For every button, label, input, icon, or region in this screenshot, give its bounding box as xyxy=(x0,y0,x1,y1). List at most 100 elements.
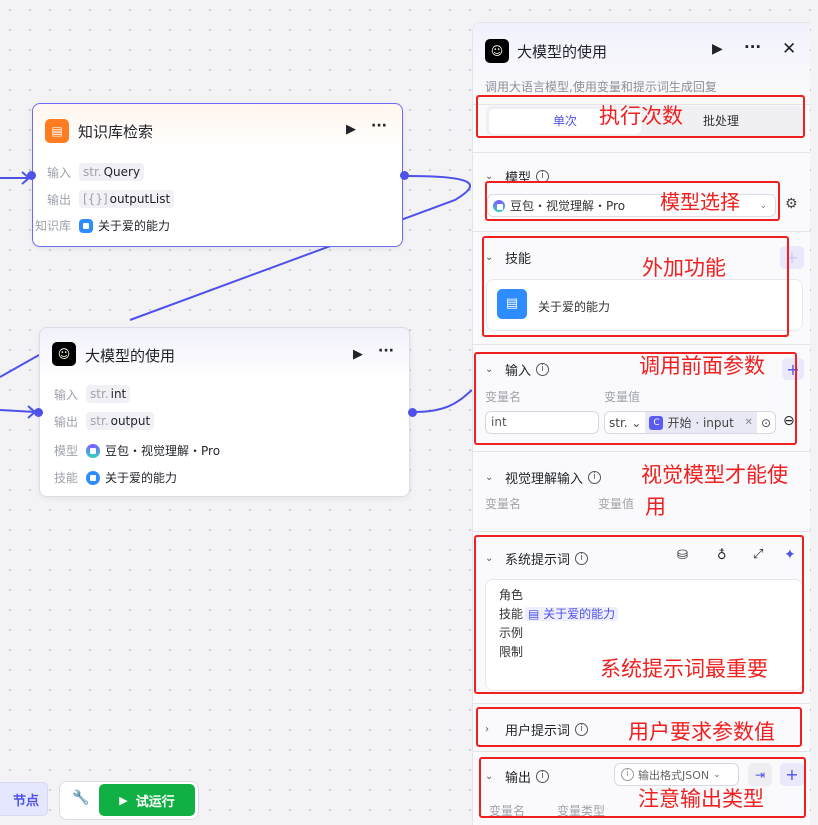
tab-batch[interactable]: 批处理 xyxy=(702,114,739,128)
annotation-text: 调用前面参数 xyxy=(639,354,765,378)
model-select[interactable]: 豆包・视觉理解・Pro⌄ xyxy=(487,194,776,217)
col-value-label: 变量值 xyxy=(598,497,635,511)
row-label: 输入 xyxy=(46,165,71,180)
remove-input-icon[interactable]: ⊖ xyxy=(783,413,795,429)
row-label: 输入 xyxy=(53,387,78,402)
info-icon: i xyxy=(575,552,589,565)
node-llm[interactable]: ☺ 大模型的使用 ▶ ··· 输入 str.int 输出 str.output 模型… xyxy=(39,327,410,497)
import-output-button[interactable]: ⇥ xyxy=(748,763,772,786)
prompt-line: 限制 xyxy=(499,645,524,659)
llm-icon: ☺ xyxy=(485,39,509,63)
annotation-box xyxy=(474,352,797,445)
col-value-label: 变量值 xyxy=(604,390,641,404)
output-tag: str.output xyxy=(86,412,155,430)
row-label: 输出 xyxy=(53,414,78,429)
col-name-label: 变量名 xyxy=(489,804,526,818)
annotation-text: 视觉模型才能使 xyxy=(641,463,788,487)
skill-icon xyxy=(86,470,100,485)
info-icon: i xyxy=(588,471,602,484)
lightbulb-icon[interactable]: ♁ xyxy=(717,548,727,563)
expand-icon[interactable]: ⤢ xyxy=(753,547,764,562)
system-prompt-editor[interactable]: 角色 技能▤ 关于爱的能力 示例 限制 xyxy=(485,579,803,691)
knowledge-base-icon: ▤ xyxy=(45,119,69,143)
port-out[interactable] xyxy=(408,408,417,417)
annotation-box xyxy=(474,535,804,694)
start-node-icon: C xyxy=(649,415,664,430)
input-tag: str.Query xyxy=(79,163,145,181)
annotation-text: 外加功能 xyxy=(642,256,726,280)
doubao-model-icon xyxy=(493,199,505,212)
skill-card[interactable] xyxy=(486,279,803,331)
run-icon[interactable]: ▶ xyxy=(353,347,363,362)
tab-single[interactable]: 单次 xyxy=(489,109,641,134)
llm-icon: ☺ xyxy=(52,342,76,366)
annotation-text: 注意输出类型 xyxy=(638,787,764,811)
skill-ref-tag: ▤ 关于爱的能力 xyxy=(525,607,619,621)
info-icon: i xyxy=(575,723,589,736)
model-settings-icon[interactable]: ⚙ xyxy=(785,196,798,212)
row-label: 技能 xyxy=(53,471,78,485)
input-tag: str.int xyxy=(86,385,131,403)
test-run-button[interactable]: ▶试运行 xyxy=(99,784,195,816)
panel-title: 大模型的使用 xyxy=(517,43,608,61)
variable-picker-icon[interactable]: ⊙ xyxy=(760,415,771,430)
input-name-field[interactable]: int xyxy=(485,411,599,434)
node-config-panel: ☺ 大模型的使用 ▶ ··· ✕ 调用大语言模型,使用变量和提示词生成回复 单次… xyxy=(472,22,810,825)
skill-doc-icon: ▤ xyxy=(497,289,527,319)
add-output-button[interactable]: + xyxy=(780,763,804,786)
node-title: 大模型的使用 xyxy=(85,347,176,365)
annotation-box xyxy=(476,707,802,747)
close-icon[interactable]: ✕ xyxy=(782,39,797,59)
more-icon[interactable]: ··· xyxy=(744,38,762,56)
skill-name: 关于爱的能力 xyxy=(538,300,611,314)
prompt-line: 角色 xyxy=(499,588,524,602)
annotation-text: 执行次数 xyxy=(599,104,683,128)
knowledge-doc-icon xyxy=(79,218,93,233)
annotation-text: 系统提示词最重要 xyxy=(600,657,768,681)
annotation-text: 用 xyxy=(645,495,666,519)
clear-ref-icon[interactable]: ✕ xyxy=(744,417,753,428)
run-icon[interactable]: ▶ xyxy=(346,122,356,137)
info-icon: i xyxy=(536,363,550,376)
row-label: 输出 xyxy=(46,192,71,207)
model-value: 豆包・视觉理解・Pro xyxy=(105,444,221,458)
output-tag: [{}]outputList xyxy=(79,190,175,208)
prompt-library-icon[interactable]: ⛁ xyxy=(677,548,688,563)
panel-description: 调用大语言模型,使用变量和提示词生成回复 xyxy=(485,80,717,94)
run-icon[interactable]: ▶ xyxy=(712,41,723,57)
more-icon[interactable]: ··· xyxy=(371,118,387,134)
section-skills[interactable]: ⌄技能 xyxy=(485,252,532,267)
info-icon: i xyxy=(536,770,550,783)
port-out[interactable] xyxy=(400,171,409,180)
row-label: 知识库 xyxy=(34,219,71,233)
row-label: 模型 xyxy=(53,444,78,458)
col-name-label: 变量名 xyxy=(485,390,522,404)
wrench-icon[interactable]: 🔧 xyxy=(72,790,90,806)
annotation-box xyxy=(476,95,805,138)
annotation-box xyxy=(485,181,780,221)
more-icon[interactable]: ··· xyxy=(378,343,394,359)
doubao-model-icon xyxy=(86,443,100,458)
add-node-button[interactable]: 节点 xyxy=(0,782,48,816)
kb-value: 关于爱的能力 xyxy=(98,219,171,233)
port-in[interactable] xyxy=(34,408,43,417)
annotation-text: 用户要求参数值 xyxy=(628,720,775,744)
node-knowledge-retrieval[interactable]: ▤ 知识库检索 ▶ ··· 输入 str.Query 输出 [{}]outputLi… xyxy=(32,103,403,247)
ai-sparkle-icon[interactable]: ✦ xyxy=(784,547,796,563)
node-title: 知识库检索 xyxy=(78,123,154,141)
annotation-box xyxy=(482,236,789,337)
port-in[interactable] xyxy=(27,171,36,180)
annotation-text: 模型选择 xyxy=(660,190,740,214)
prompt-line: 技能▤ 关于爱的能力 xyxy=(499,605,789,624)
prompt-line: 示例 xyxy=(499,626,524,640)
type-select[interactable]: str. ⌄ xyxy=(609,415,642,430)
